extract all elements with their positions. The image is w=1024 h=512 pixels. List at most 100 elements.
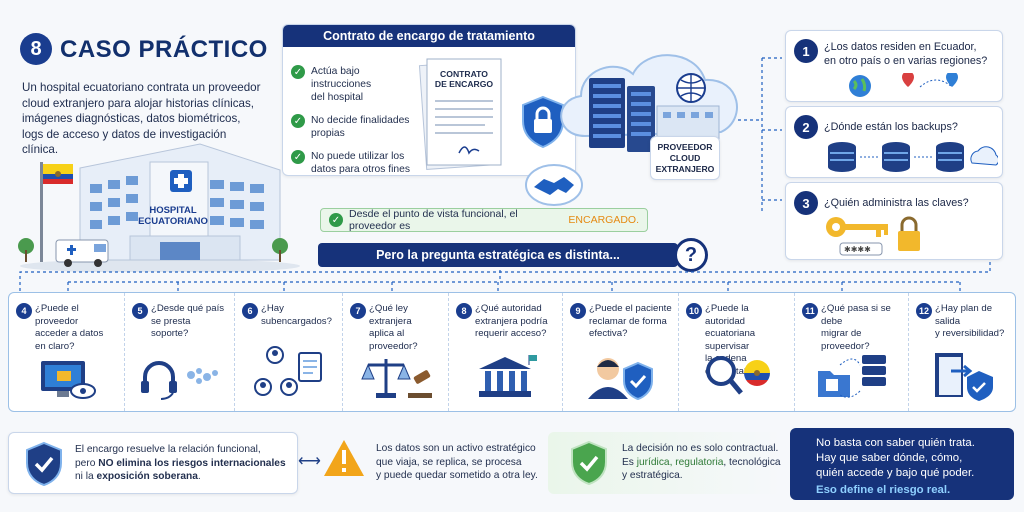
hospital-illustration bbox=[18, 143, 300, 272]
question-number: 2 bbox=[794, 115, 818, 139]
question-line: ¿Los datos residen en Ecuador, bbox=[824, 41, 977, 53]
summary-line: y puede quedar sometido a otra ley. bbox=[376, 470, 538, 481]
final-line: Hay que saber dónde, cómo, bbox=[816, 452, 963, 464]
question-line: subencargados? bbox=[261, 315, 332, 327]
condition-line: datos para otros fines bbox=[311, 164, 411, 175]
bidirectional-arrow-icon: ⟷ bbox=[298, 453, 321, 470]
provider-label-line: EXTRANJERO bbox=[655, 164, 715, 174]
check-icon: ✓ bbox=[291, 114, 305, 128]
question-line: en claro? bbox=[35, 340, 75, 352]
summary-line: La decisión no es solo contractual. bbox=[622, 443, 779, 454]
question-number: 11 bbox=[802, 303, 818, 319]
summary-fragment: . bbox=[197, 471, 201, 482]
functional-text: Desde el punto de vista funcional, el pr… bbox=[349, 208, 518, 232]
question-line: ¿Qué ley extranjera bbox=[369, 303, 412, 327]
svg-text:✱✱✱✱: ✱✱✱✱ bbox=[844, 245, 871, 254]
summary-emphasis: exposición soberana bbox=[96, 471, 198, 482]
question-line: acceder a datos bbox=[35, 328, 104, 339]
question-number: 10 bbox=[686, 303, 702, 319]
question-number: 4 bbox=[16, 303, 32, 319]
section-number: 8 bbox=[30, 37, 42, 60]
summary-line: y estratégica. bbox=[622, 470, 683, 481]
cloud-datacenter-illustration bbox=[560, 54, 738, 169]
contract-document-icon bbox=[418, 58, 502, 170]
migration-icon bbox=[817, 355, 886, 398]
question-text: ¿Quién administra las claves? bbox=[824, 196, 1000, 210]
handshake-icon bbox=[525, 164, 583, 206]
key-lock-icon: ✱✱✱✱ bbox=[826, 216, 920, 256]
question-line: reclamar de forma bbox=[589, 315, 667, 327]
question-line: migrar de proveedor? bbox=[821, 328, 870, 352]
summary-line: Es jurídica, regulatoria, tecnológica bbox=[622, 456, 782, 470]
summary-fragment: ni la bbox=[75, 471, 97, 482]
provider-label: PROVEEDOR CLOUD EXTRANJERO bbox=[650, 136, 720, 180]
question-line: y reversibilidad? bbox=[935, 328, 1005, 339]
question-line: ¿Quién administra las claves? bbox=[824, 197, 969, 209]
question-number: 6 bbox=[242, 303, 258, 319]
question-number-text: 2 bbox=[802, 119, 810, 135]
question-number-text: 1 bbox=[802, 43, 810, 59]
contract-doc-title: CONTRATO DE ENCARGO bbox=[427, 69, 501, 89]
subcontractors-icon bbox=[253, 346, 322, 396]
monitor-eye-icon bbox=[40, 361, 96, 399]
question-line: ecuatoriana supervisar bbox=[705, 328, 756, 352]
question-line: proveedor? bbox=[369, 340, 418, 352]
question-number: 7 bbox=[350, 303, 366, 319]
intro-line: logs de acceso y datos de investigación … bbox=[22, 127, 227, 157]
question-line: ¿Qué autoridad bbox=[475, 303, 542, 314]
strategic-text: Pero la pregunta estratégica es distinta… bbox=[376, 248, 620, 262]
summary-line: Los datos son un activo estratégico bbox=[376, 443, 536, 454]
headset-map-icon bbox=[140, 361, 218, 400]
hospital-sign-line: HOSPITAL bbox=[149, 205, 197, 216]
summary-card-functional: El encargo resuelve la relación funciona… bbox=[8, 432, 298, 494]
question-line: ¿Puede el proveedor bbox=[35, 303, 79, 327]
doc-title-line: DE ENCARGO bbox=[434, 79, 494, 89]
summary-line: El encargo resuelve la relación funciona… bbox=[75, 444, 261, 455]
question-card-1: 1 ¿Los datos residen en Ecuador, en otro… bbox=[785, 30, 1003, 102]
contract-heading: Contrato de encargo de tratamiento bbox=[283, 25, 575, 47]
question-line: ¿Puede el paciente bbox=[589, 303, 672, 314]
section-number-badge: 8 bbox=[20, 33, 52, 65]
scales-gavel-icon bbox=[360, 359, 432, 398]
check-icon: ✓ bbox=[291, 65, 305, 79]
condition-line: No decide finalidades bbox=[311, 115, 410, 126]
database-backup-icon bbox=[828, 142, 998, 172]
question-line: ¿Hay bbox=[261, 303, 284, 314]
government-building-icon bbox=[478, 355, 537, 397]
check-icon: ✓ bbox=[329, 213, 343, 227]
check-icon: ✓ bbox=[291, 150, 305, 164]
question-line: se presta bbox=[151, 315, 191, 327]
question-line: extranjera podría bbox=[475, 315, 548, 327]
question-number: 9 bbox=[570, 303, 586, 319]
intro-line: cloud extranjero para alojar historias c… bbox=[22, 96, 254, 110]
question-number: 1 bbox=[794, 39, 818, 63]
hospital-sign-line: ECUATORIANO bbox=[138, 216, 208, 227]
provider-label-line: CLOUD bbox=[669, 153, 701, 163]
summary-emphasis: jurídica, regulatoria bbox=[636, 456, 724, 468]
question-line: ¿Puede la autoridad bbox=[705, 303, 749, 327]
summary-text: Los datos son un activo estratégico que … bbox=[376, 442, 556, 483]
exit-door-shield-icon bbox=[935, 353, 993, 401]
question-number-text: 3 bbox=[802, 195, 810, 211]
shield-check-icon bbox=[26, 441, 62, 487]
question-line: en otro país o en varias regiones? bbox=[824, 55, 988, 67]
patient-shield-icon bbox=[587, 358, 653, 401]
question-line: ¿Qué pasa si se debe bbox=[821, 303, 891, 327]
final-emphasis: Eso define el riesgo real. bbox=[816, 484, 951, 496]
functional-conclusion: ✓ Desde el punto de vista funcional, el … bbox=[320, 208, 648, 232]
question-line: efectiva? bbox=[589, 328, 628, 339]
provider-label-line: PROVEEDOR bbox=[657, 142, 713, 152]
